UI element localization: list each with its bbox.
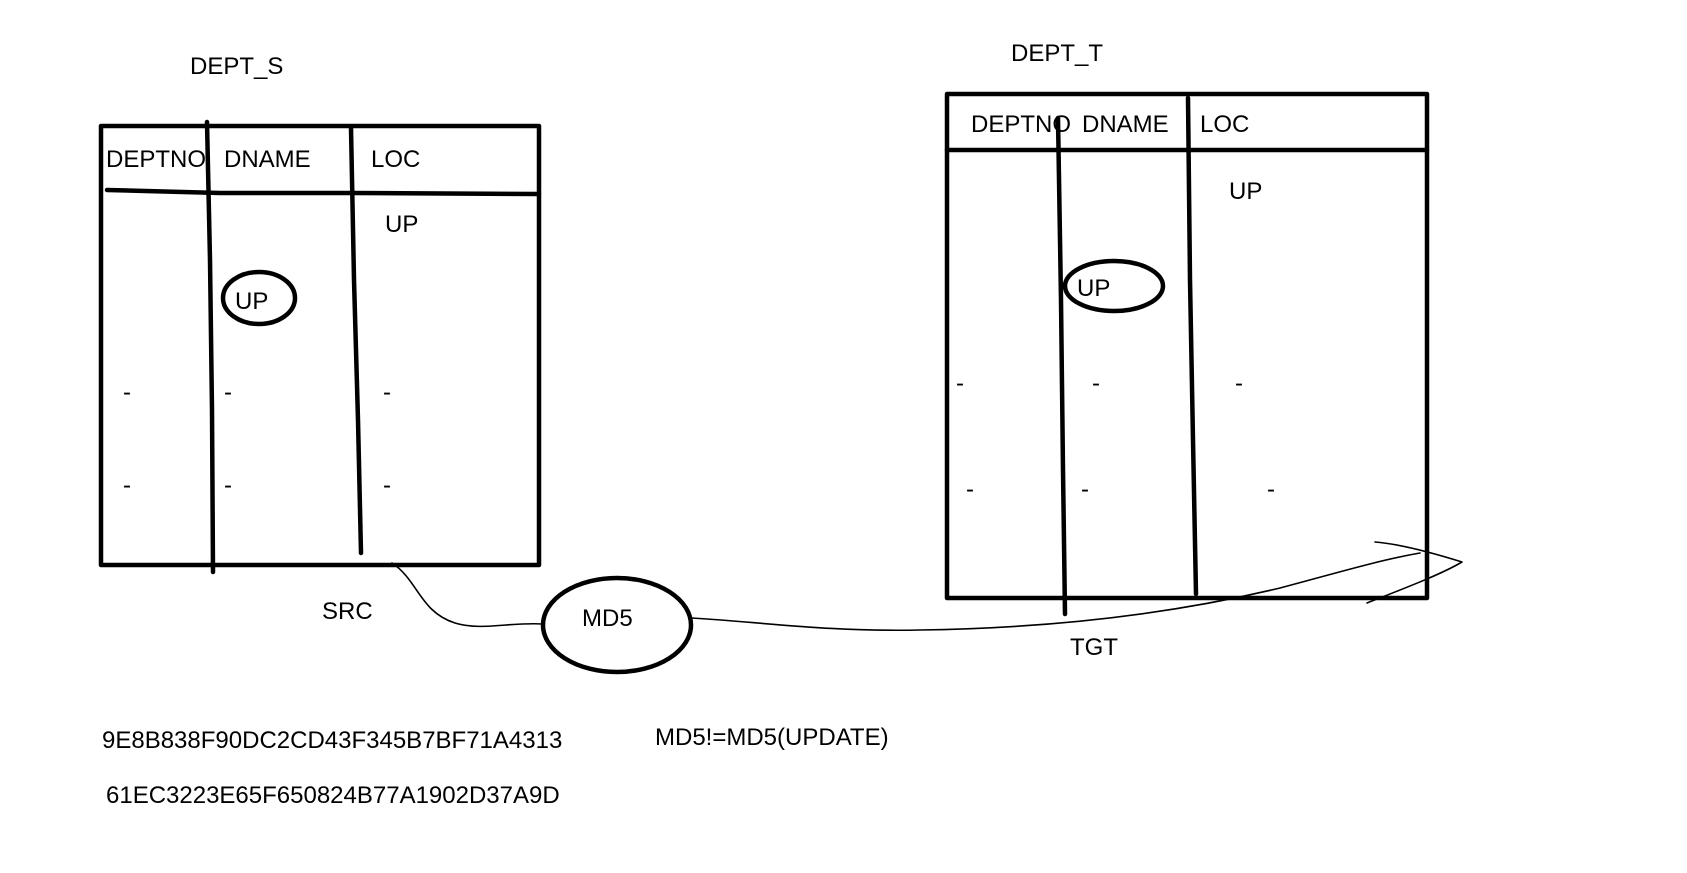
source-table-border — [98, 123, 542, 568]
target-header-dname: DNAME — [1082, 111, 1169, 138]
target-header-deptno: DEPTNO — [971, 111, 1071, 138]
source-header-deptno: DEPTNO — [106, 146, 206, 173]
target-header-loc: LOC — [1200, 111, 1249, 138]
source-row-2-deptno: - — [123, 472, 131, 499]
target-loc-update-mark: UP — [1229, 178, 1262, 205]
source-row-2-loc: - — [383, 472, 391, 499]
target-label: TGT — [1070, 634, 1118, 661]
target-table: DEPT_T DEPTNO DNAME LOC UP UP - - - - - … — [944, 40, 1430, 661]
source-dname-update-mark: UP — [235, 288, 268, 315]
target-table-border — [944, 91, 1430, 601]
target-dname-update-circle — [1062, 258, 1166, 314]
target-row-2-dname: - — [1081, 476, 1089, 503]
source-row-1-loc: - — [383, 379, 391, 406]
target-row-1-deptno: - — [956, 370, 964, 397]
source-row-1-deptno: - — [123, 379, 131, 406]
md5-node — [540, 575, 694, 675]
tgt-arrow-head — [1366, 541, 1463, 604]
md5-to-tgt-connector — [691, 552, 1421, 632]
hash-notes: 9E8B838F90DC2CD43F345B7BF71A4313 61EC322… — [102, 724, 889, 809]
target-column-divider-1 — [1055, 115, 1068, 617]
source-header-loc: LOC — [371, 146, 420, 173]
target-dname-update-mark: UP — [1077, 275, 1110, 302]
target-row-2-deptno: - — [966, 476, 974, 503]
source-column-divider-1 — [204, 119, 216, 575]
source-table-title: DEPT_S — [190, 53, 283, 80]
src-to-md5-connector — [391, 562, 544, 628]
source-label: SRC — [322, 598, 373, 625]
source-dname-update-circle — [220, 269, 298, 327]
target-row-1-loc: - — [1235, 370, 1243, 397]
source-loc-update-mark: UP — [385, 211, 418, 238]
hash-value-2: 61EC3223E65F650824B77A1902D37A9D — [106, 782, 560, 809]
md5-flow: MD5 — [391, 541, 1463, 675]
source-table: DEPT_S DEPTNO DNAME LOC UP UP - - - - - … — [98, 53, 542, 625]
target-row-2-loc: - — [1267, 476, 1275, 503]
source-row-1-dname: - — [224, 379, 232, 406]
target-row-1-dname: - — [1092, 370, 1100, 397]
hash-value-1: 9E8B838F90DC2CD43F345B7BF71A4313 — [102, 727, 562, 754]
source-column-divider-2 — [348, 125, 364, 556]
target-table-title: DEPT_T — [1011, 40, 1103, 67]
target-column-divider-2 — [1185, 95, 1199, 597]
source-header-line — [104, 187, 542, 197]
source-header-dname: DNAME — [224, 146, 311, 173]
md5-node-label: MD5 — [582, 605, 633, 632]
source-row-2-dname: - — [224, 472, 232, 499]
update-condition: MD5!=MD5(UPDATE) — [655, 724, 889, 751]
